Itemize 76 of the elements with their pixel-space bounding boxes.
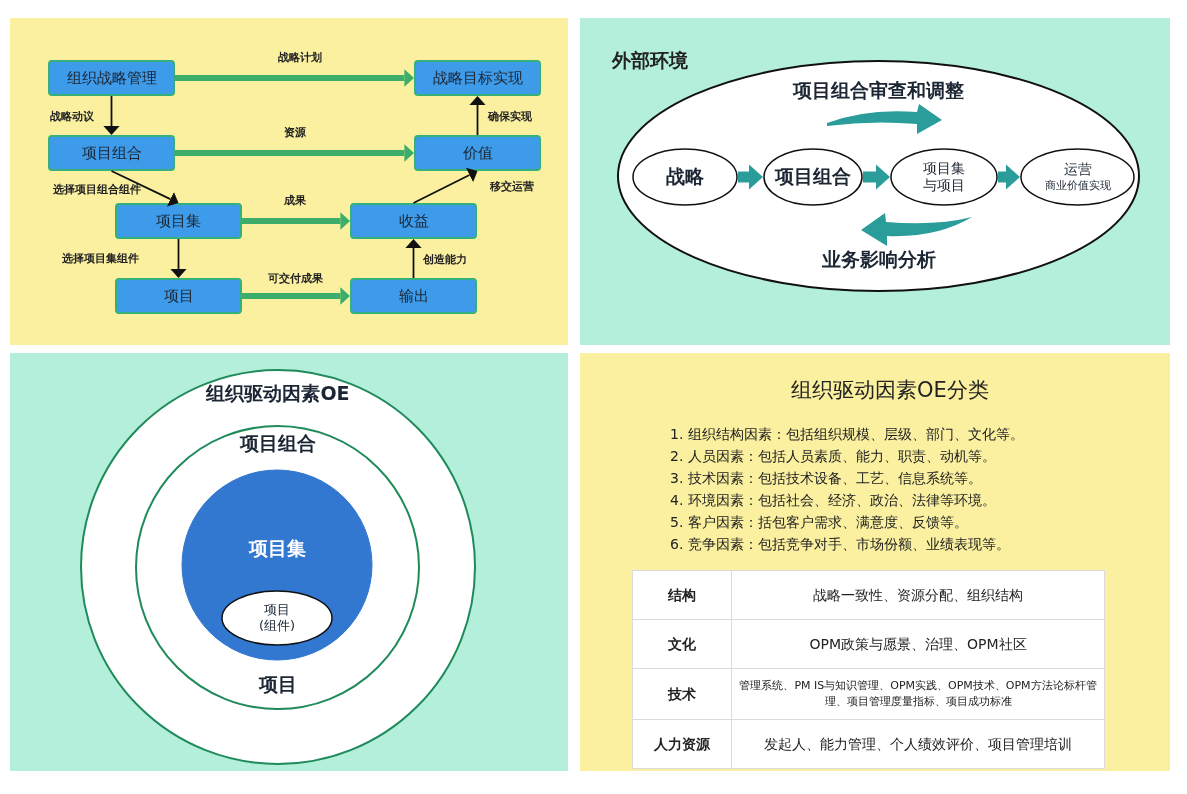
arrow bbox=[863, 164, 890, 190]
arrow bbox=[469, 96, 486, 136]
edge-label: 确保实现 bbox=[488, 108, 532, 124]
list-item: 4. 环境因素：包括社会、经济、政治、法律等环境。 bbox=[670, 491, 997, 510]
list-item: 3. 技术因素：包括技术设备、工艺、信息系统等。 bbox=[670, 469, 983, 488]
node-text: 商业价值实现 bbox=[1044, 178, 1111, 193]
node-text: 项目组合 bbox=[81, 143, 142, 163]
arrow bbox=[103, 95, 120, 135]
edge-label: 可交付成果 bbox=[267, 270, 323, 286]
edge-label: 创造能力 bbox=[423, 251, 467, 267]
edge-label: 战略计划 bbox=[278, 49, 322, 65]
node-text: 项目组合 bbox=[238, 432, 317, 456]
list-item: 2. 人员因素：包括人员素质、能力、职责、动机等。 bbox=[670, 447, 997, 466]
edge-label: 成果 bbox=[284, 192, 306, 208]
ellipse-node bbox=[1020, 148, 1135, 206]
process-box bbox=[414, 60, 541, 96]
process-box bbox=[115, 203, 242, 239]
description-cell: 管理系统、PM IS与知识管理、OPM实践、OPM技术、OPM方法论标杆管理、项目管理度量指标、项目成功标准 bbox=[731, 668, 1105, 720]
circle-region bbox=[80, 369, 476, 765]
node-text: 输出 bbox=[398, 286, 429, 306]
list-item: 5. 客户因素：括包客户需求、满意度、反馈等。 bbox=[670, 513, 969, 532]
ellipse-node bbox=[890, 148, 998, 206]
process-box bbox=[350, 278, 477, 314]
arrow bbox=[242, 287, 350, 305]
edge-label: 选择项目集组件 bbox=[61, 250, 139, 266]
node-text: 项目集 bbox=[156, 211, 201, 231]
edge-label: 选择项目组合组件 bbox=[53, 181, 141, 197]
node-text: 运营 bbox=[1063, 161, 1092, 179]
arrow bbox=[242, 212, 350, 230]
process-box bbox=[414, 135, 541, 171]
node-text: 项目组合 bbox=[775, 165, 851, 189]
circle-region bbox=[135, 425, 420, 710]
arrow bbox=[405, 239, 422, 279]
description-cell: 发起人、能力管理、个人绩效评价、项目管理培训 bbox=[731, 719, 1105, 769]
node-text: 收益 bbox=[398, 211, 429, 231]
arrow bbox=[110, 170, 179, 207]
category-cell: 文化 bbox=[632, 619, 732, 669]
description-cell: 战略一致性、资源分配、组织结构 bbox=[731, 570, 1105, 620]
node-text: 组织战略管理 bbox=[66, 68, 157, 88]
section-heading: 组织驱动因素OE分类 bbox=[791, 377, 989, 404]
arrow bbox=[412, 167, 478, 204]
node-text: 项目 bbox=[257, 673, 298, 697]
node-text: 项目 bbox=[163, 286, 194, 306]
category-cell: 人力资源 bbox=[632, 719, 732, 769]
node-text: 组织驱动因素OE bbox=[205, 382, 351, 406]
arrow bbox=[998, 164, 1020, 190]
arrow bbox=[175, 144, 414, 162]
node-text: 项目组合审查和调整 bbox=[791, 79, 965, 103]
section-heading: 外部环境 bbox=[612, 48, 688, 73]
node-text: 战略目标实现 bbox=[432, 68, 523, 88]
node-text: 项目集与项目 bbox=[922, 159, 966, 195]
edge-label: 资源 bbox=[284, 124, 306, 140]
arrow bbox=[738, 164, 763, 190]
node-text: 项目集 bbox=[247, 537, 307, 561]
node-text: 价值 bbox=[462, 143, 493, 163]
category-cell: 技术 bbox=[632, 668, 732, 720]
arrow bbox=[175, 69, 414, 87]
node-text: 战略 bbox=[666, 165, 704, 189]
ellipse-node bbox=[632, 148, 738, 206]
edge-label: 移交运营 bbox=[490, 178, 534, 194]
edge-label: 战略动议 bbox=[50, 108, 94, 124]
category-cell: 结构 bbox=[632, 570, 732, 620]
ellipse-node bbox=[763, 148, 863, 206]
node-text: 项目 bbox=[264, 601, 290, 618]
list-item: 1. 组织结构因素：包括组织规模、层级、部门、文化等。 bbox=[670, 425, 1024, 444]
process-box bbox=[48, 60, 175, 96]
process-box bbox=[350, 203, 477, 239]
process-box bbox=[115, 278, 242, 314]
arrow bbox=[170, 238, 187, 278]
node-text: (组件) bbox=[258, 618, 296, 635]
process-box bbox=[48, 135, 175, 171]
circle-region bbox=[181, 469, 373, 661]
ellipse-node bbox=[221, 590, 333, 646]
list-item: 6. 竞争因素：包括竞争对手、市场份额、业绩表现等。 bbox=[670, 535, 1011, 554]
node-text: 业务影响分析 bbox=[820, 248, 937, 272]
description-cell: OPM政策与愿景、治理、OPM社区 bbox=[731, 619, 1105, 669]
